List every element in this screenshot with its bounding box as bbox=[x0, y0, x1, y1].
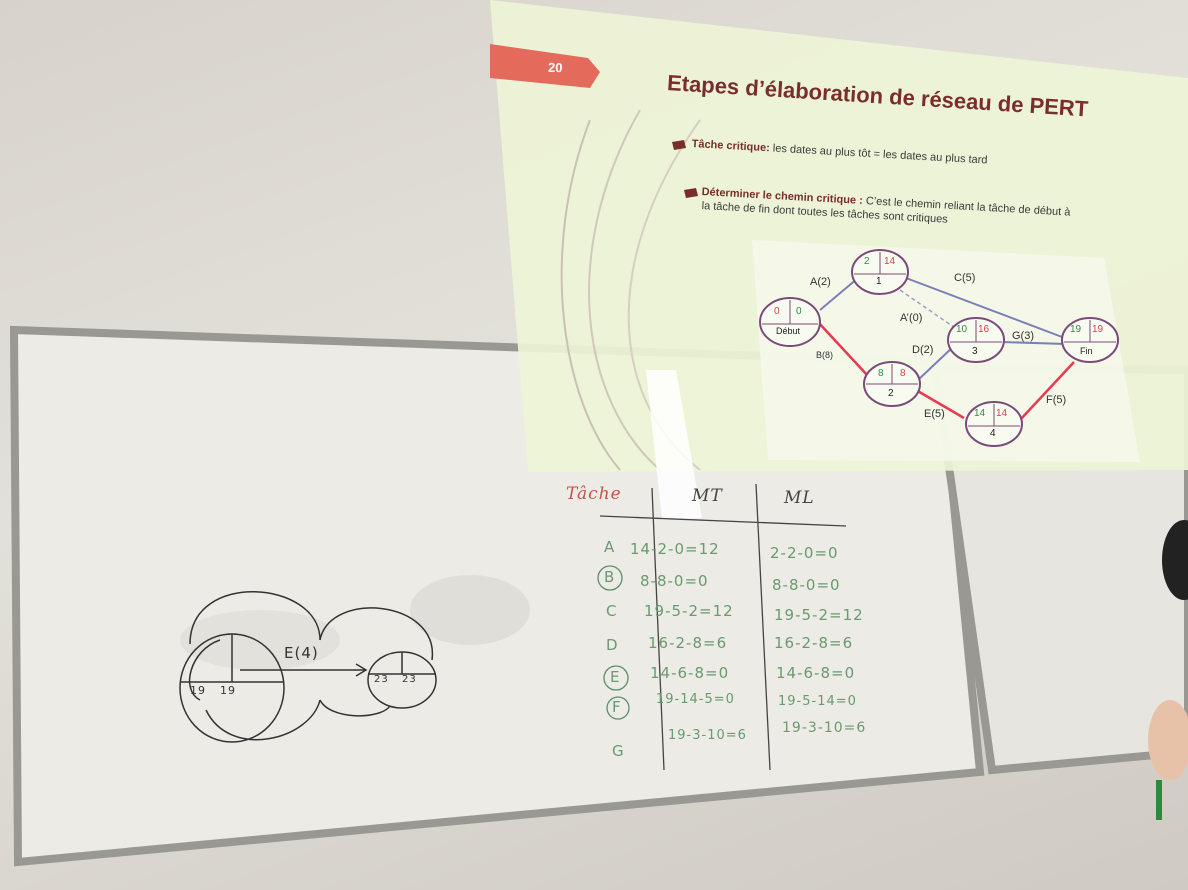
node-2-label: 2 bbox=[888, 388, 894, 399]
row-b-task: B bbox=[604, 568, 616, 586]
row-d-ml: 16-2-8=6 bbox=[774, 634, 854, 652]
row-e-ml: 14-6-8=0 bbox=[776, 664, 856, 682]
row-f-ml: 19-5-14=0 bbox=[778, 694, 857, 709]
edge-f-label: F(5) bbox=[1046, 394, 1067, 406]
node-end-late: 19 bbox=[1092, 324, 1104, 335]
sketch-left-b: 19 bbox=[220, 684, 236, 697]
row-d-task: D bbox=[606, 636, 619, 654]
row-b-mt: 8-8-0=0 bbox=[640, 572, 709, 590]
row-f-mt: 19-14-5=0 bbox=[656, 692, 735, 707]
row-g-ml: 19-3-10=6 bbox=[782, 720, 867, 736]
row-c-ml: 19-5-2=12 bbox=[774, 606, 864, 624]
node-start-early: 0 bbox=[774, 306, 780, 317]
row-g-task: G bbox=[612, 742, 625, 760]
node-1-early: 2 bbox=[864, 256, 870, 267]
sketch-right-a: 23 bbox=[374, 674, 389, 685]
edge-b-label: B(8) bbox=[816, 350, 834, 360]
node-4-late: 14 bbox=[996, 408, 1008, 419]
row-b-ml: 8-8-0=0 bbox=[772, 576, 841, 594]
edge-c-label: C(5) bbox=[954, 272, 976, 284]
node-2-late: 8 bbox=[900, 368, 906, 379]
node-2-early: 8 bbox=[878, 368, 884, 379]
node-start-label: Début bbox=[776, 326, 801, 336]
sketch-edge-label: E(4) bbox=[284, 644, 319, 662]
row-e-task: E bbox=[610, 668, 621, 686]
board-header-mt: MT bbox=[692, 486, 723, 506]
edge-g-label: G(3) bbox=[1012, 330, 1034, 342]
node-4-early: 14 bbox=[974, 408, 986, 419]
node-3-early: 10 bbox=[956, 324, 968, 335]
row-d-mt: 16-2-8=6 bbox=[648, 634, 728, 652]
node-end-early: 19 bbox=[1070, 324, 1082, 335]
row-g-mt: 19-3-10=6 bbox=[668, 728, 747, 743]
row-c-task: C bbox=[606, 602, 618, 620]
board-sketch bbox=[179, 591, 437, 743]
row-a-task: A bbox=[604, 538, 616, 556]
node-1-late: 14 bbox=[884, 256, 896, 267]
row-a-mt: 14-2-0=12 bbox=[630, 540, 720, 558]
node-4-label: 4 bbox=[990, 428, 996, 439]
board-header-ml: ML bbox=[784, 488, 815, 508]
sketch-right-b: 23 bbox=[402, 674, 417, 685]
edge-a-label: A(2) bbox=[810, 276, 831, 288]
edge-e-label: E(5) bbox=[924, 408, 945, 420]
row-c-mt: 19-5-2=12 bbox=[644, 602, 734, 620]
node-end-label: Fin bbox=[1080, 346, 1093, 356]
node-3-late: 16 bbox=[978, 324, 990, 335]
row-e-mt: 14-6-8=0 bbox=[650, 664, 730, 682]
sketch-left-a: 19 bbox=[190, 684, 206, 697]
node-3-label: 3 bbox=[972, 346, 978, 357]
row-f-task: F bbox=[612, 698, 622, 716]
board-header-task: Tâche bbox=[566, 484, 622, 504]
row-a-ml: 2-2-0=0 bbox=[770, 544, 839, 562]
node-start-late: 0 bbox=[796, 306, 802, 317]
node-1-label: 1 bbox=[876, 276, 882, 287]
edge-d-label: D(2) bbox=[912, 344, 934, 356]
edge-a-prime-label: A’(0) bbox=[900, 312, 923, 324]
